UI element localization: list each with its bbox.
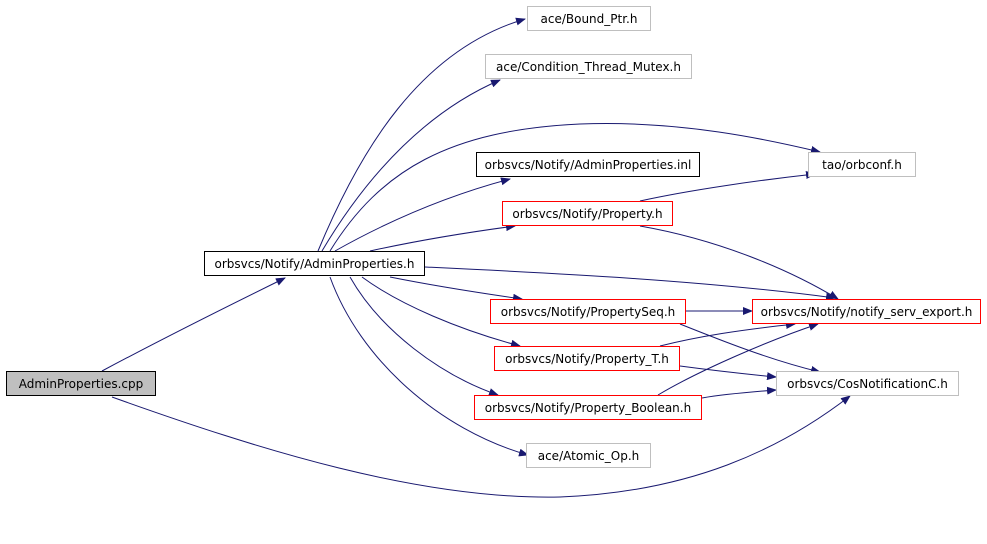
node-bound-ptr-h[interactable]: ace/Bound_Ptr.h [527, 6, 651, 31]
edge-admin-h-to-admin-inl [334, 177, 511, 252]
node-property-h[interactable]: orbsvcs/Notify/Property.h [502, 201, 673, 226]
edge-admin-h-to-cond-mutex [321, 79, 501, 252]
node-condition-thread-mutex-h[interactable]: ace/Condition_Thread_Mutex.h [485, 54, 692, 79]
edge-property-bool-to-serv-export [657, 323, 819, 396]
node-property-t-h[interactable]: orbsvcs/Notify/Property_T.h [494, 346, 680, 371]
edge-property-to-orbconf [639, 171, 816, 202]
edge-admin-h-to-atomic-op [329, 276, 529, 457]
edge-property-seq-to-cos-notif [679, 323, 821, 374]
node-adminproperties-h[interactable]: orbsvcs/Notify/AdminProperties.h [204, 251, 425, 276]
edge-admin-h-to-serv-export [424, 266, 836, 301]
node-orbconf-h[interactable]: tao/orbconf.h [808, 152, 916, 177]
node-notify-serv-export-h[interactable]: orbsvcs/Notify/notify_serv_export.h [752, 299, 981, 324]
edge-property-t-to-cos-notif [679, 365, 777, 381]
node-cosnotificationc-h[interactable]: orbsvcs/CosNotificationC.h [776, 371, 959, 396]
edge-property-bool-to-cos-notif [701, 386, 777, 399]
edge-property-to-serv-export [639, 225, 839, 300]
edge-admin-h-to-property-bool [349, 276, 499, 396]
edge-admin-h-to-orbconf [329, 123, 821, 252]
node-property-boolean-h[interactable]: orbsvcs/Notify/Property_Boolean.h [474, 395, 702, 420]
node-propertyseq-h[interactable]: orbsvcs/Notify/PropertySeq.h [490, 299, 686, 324]
edge-admin-cpp-to-cos-notif [111, 395, 851, 498]
edge-admin-h-to-property-t [361, 276, 521, 348]
edge-admin-h-to-property [369, 223, 516, 252]
edge-admin-h-to-bound-ptr [317, 17, 526, 252]
edge-admin-cpp-to-admin-h [101, 277, 286, 372]
edge-admin-h-to-property-seq [389, 276, 523, 302]
node-adminproperties-inl[interactable]: orbsvcs/Notify/AdminProperties.inl [476, 152, 700, 177]
node-adminproperties-cpp[interactable]: AdminProperties.cpp [6, 371, 156, 396]
node-atomic-op-h[interactable]: ace/Atomic_Op.h [526, 443, 651, 468]
edge-property-t-to-serv-export [659, 320, 796, 347]
